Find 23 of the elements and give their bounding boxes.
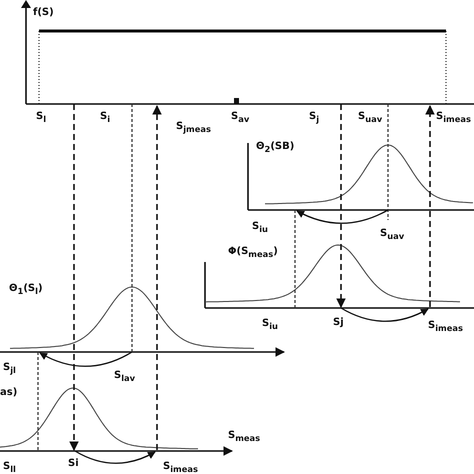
curve-label: Φ(S$_{meas}$) <box>228 246 278 260</box>
axis-label: S$_{meas}$ <box>228 430 260 444</box>
axis-label: S$_{uav}$ <box>380 228 404 242</box>
axis-label: S$_{uav}$ <box>358 111 382 125</box>
curve-label: as) <box>0 387 18 399</box>
curve-label: Θ$_{2}$(SB) <box>256 141 294 155</box>
axis-label: S$_{ll}$ <box>3 461 16 474</box>
axis-label: S$_{av}$ <box>231 111 250 125</box>
axis-label: S$_{jmeas}$ <box>176 121 211 135</box>
axis-label: S$_{imeas}$ <box>428 320 463 334</box>
axis-label: S$_{j}$ <box>309 111 320 125</box>
axis-label: S$_{lav}$ <box>114 370 136 384</box>
curve-label: Θ$_{1}$(S$_{l}$) <box>9 283 43 297</box>
axis-label: S$_{imeas}$ <box>436 111 471 125</box>
axis-label: f(S) <box>33 7 54 19</box>
axis-label: Sj <box>333 317 344 329</box>
axis-label: S$_{i}$ <box>100 111 110 125</box>
axis-label: S$_{jl}$ <box>3 362 16 376</box>
axis-label: S$_{imeas}$ <box>163 461 198 474</box>
axis-label: S$_{iu}$ <box>262 318 278 332</box>
axis-label: S$_{iu}$ <box>252 221 268 235</box>
axis-label: Si <box>68 458 79 470</box>
axis-label: S$_{l}$ <box>36 111 46 125</box>
